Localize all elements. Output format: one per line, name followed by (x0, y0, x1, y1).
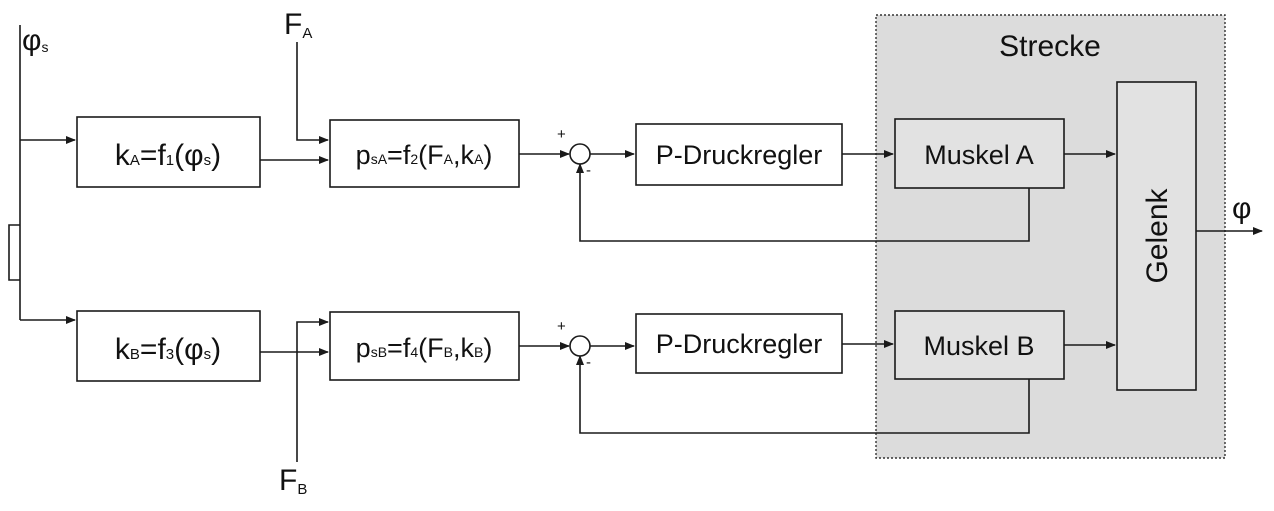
block-pressure-controller-B (635, 313, 843, 374)
block-muscle-A-label: Muskel A (924, 140, 1034, 170)
block-pressure-controller-A (635, 123, 843, 186)
wire-feedback-B (576, 355, 1030, 434)
block-kA-label: kA=f1(φs) (115, 139, 221, 172)
block-pressure-controller-A-label: P-Druckregler (656, 140, 823, 170)
output-phi-label: φ (1232, 192, 1251, 225)
block-psA-label: psA=f2(FA,kA) (356, 140, 493, 170)
wire-split-bracket (8, 224, 20, 281)
sum-junction-A (569, 143, 591, 165)
wire-FA-to-psA (296, 42, 329, 144)
input-phi-s-label: φs (22, 24, 48, 57)
input-FA-label: FA (284, 8, 312, 42)
block-muscle-B-label: Muskel B (923, 331, 1034, 361)
block-kA (76, 116, 261, 188)
block-psB-label: psB=f4(FB,kB) (356, 333, 493, 363)
sum-A-minus-sign: - (586, 162, 591, 179)
input-FB-label: FB (279, 464, 307, 498)
plant-label: Strecke (999, 30, 1101, 63)
block-kB-label: kB=f3(φs) (115, 333, 221, 366)
block-muscle-B (894, 310, 1065, 380)
wire-FB-to-psB (296, 318, 329, 462)
sum-A-plus-sign: + (557, 126, 566, 143)
sum-junction-B (569, 335, 591, 357)
block-kB (76, 310, 261, 382)
block-psB (329, 311, 520, 381)
block-joint (1116, 81, 1197, 391)
block-psA (329, 119, 520, 188)
sum-B-plus-sign: + (557, 318, 566, 335)
sum-B-minus-sign: - (586, 354, 591, 371)
block-pressure-controller-B-label: P-Druckregler (656, 329, 823, 359)
block-joint-label: Gelenk (1141, 187, 1174, 283)
wire-feedback-A (576, 163, 1030, 242)
